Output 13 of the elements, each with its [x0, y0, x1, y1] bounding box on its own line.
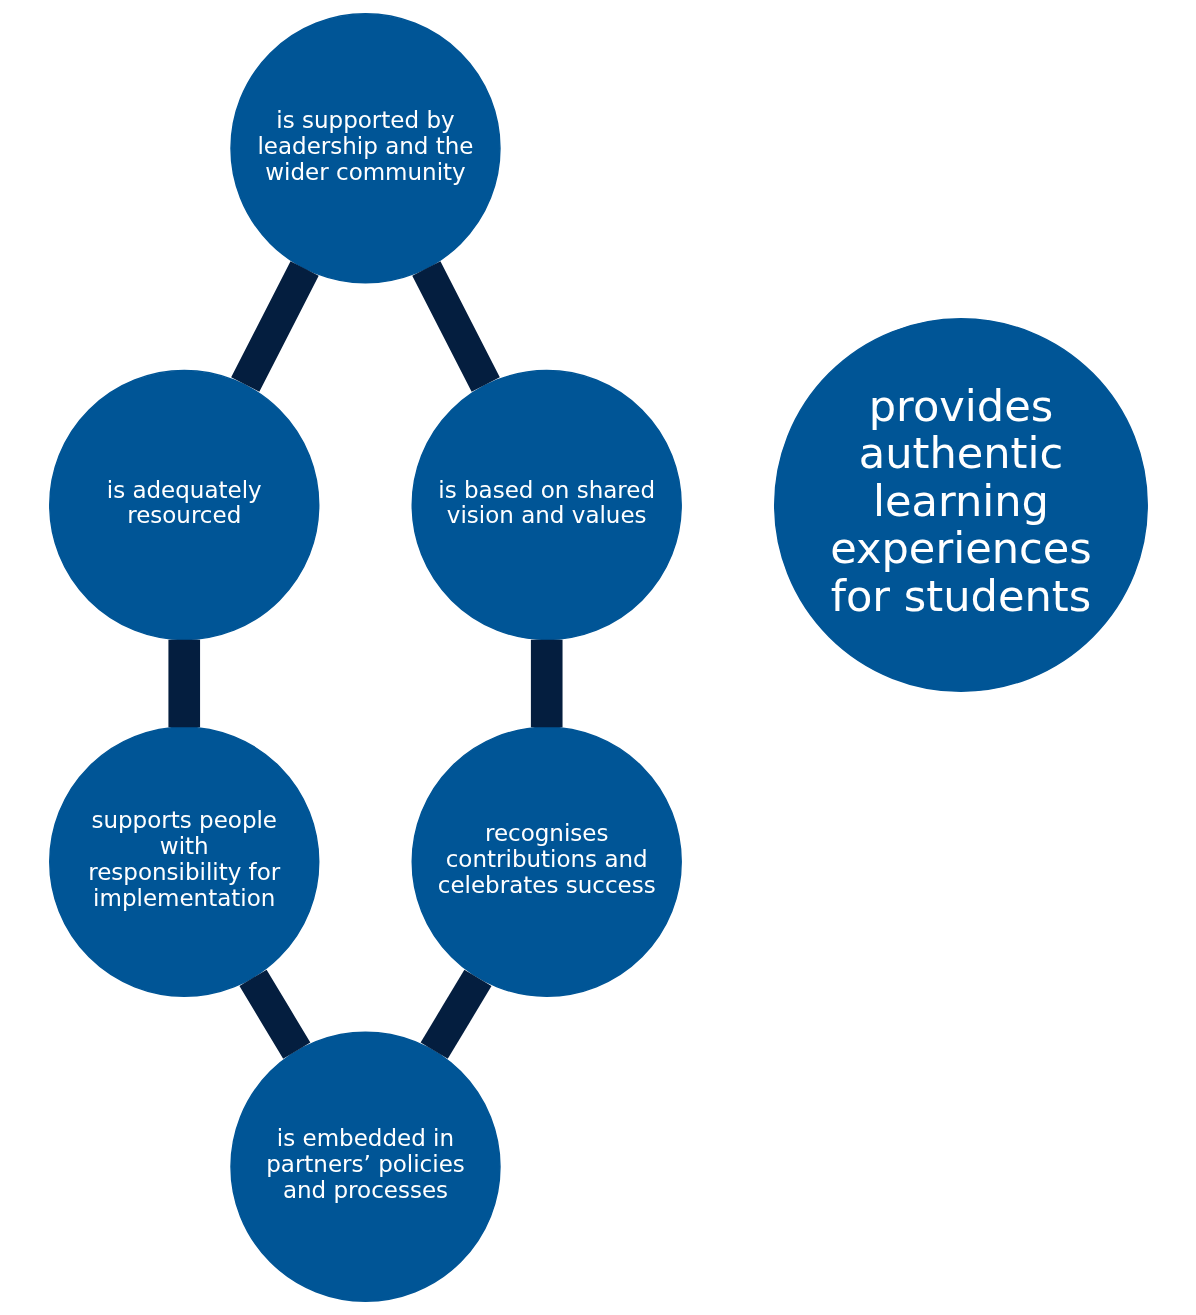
node-circle: is based on shared vision and values: [411, 369, 682, 641]
connector: [230, 261, 319, 392]
node-circle: recognises contributions and celebrates success: [411, 726, 682, 997]
connector: [530, 639, 563, 728]
node-circle: is embedded in partners’ policies and processes: [229, 1031, 501, 1302]
node-circle: supports people with responsibility for implementation: [48, 726, 319, 997]
node-circle: provides authentic learning experiences for students: [773, 318, 1148, 692]
connector: [167, 639, 200, 728]
connector: [411, 261, 500, 392]
node-circle: is supported by leadership and the wider community: [229, 13, 501, 284]
connector: [420, 969, 491, 1059]
connector: [238, 969, 310, 1059]
node-circle: is adequately resourced: [48, 369, 319, 641]
